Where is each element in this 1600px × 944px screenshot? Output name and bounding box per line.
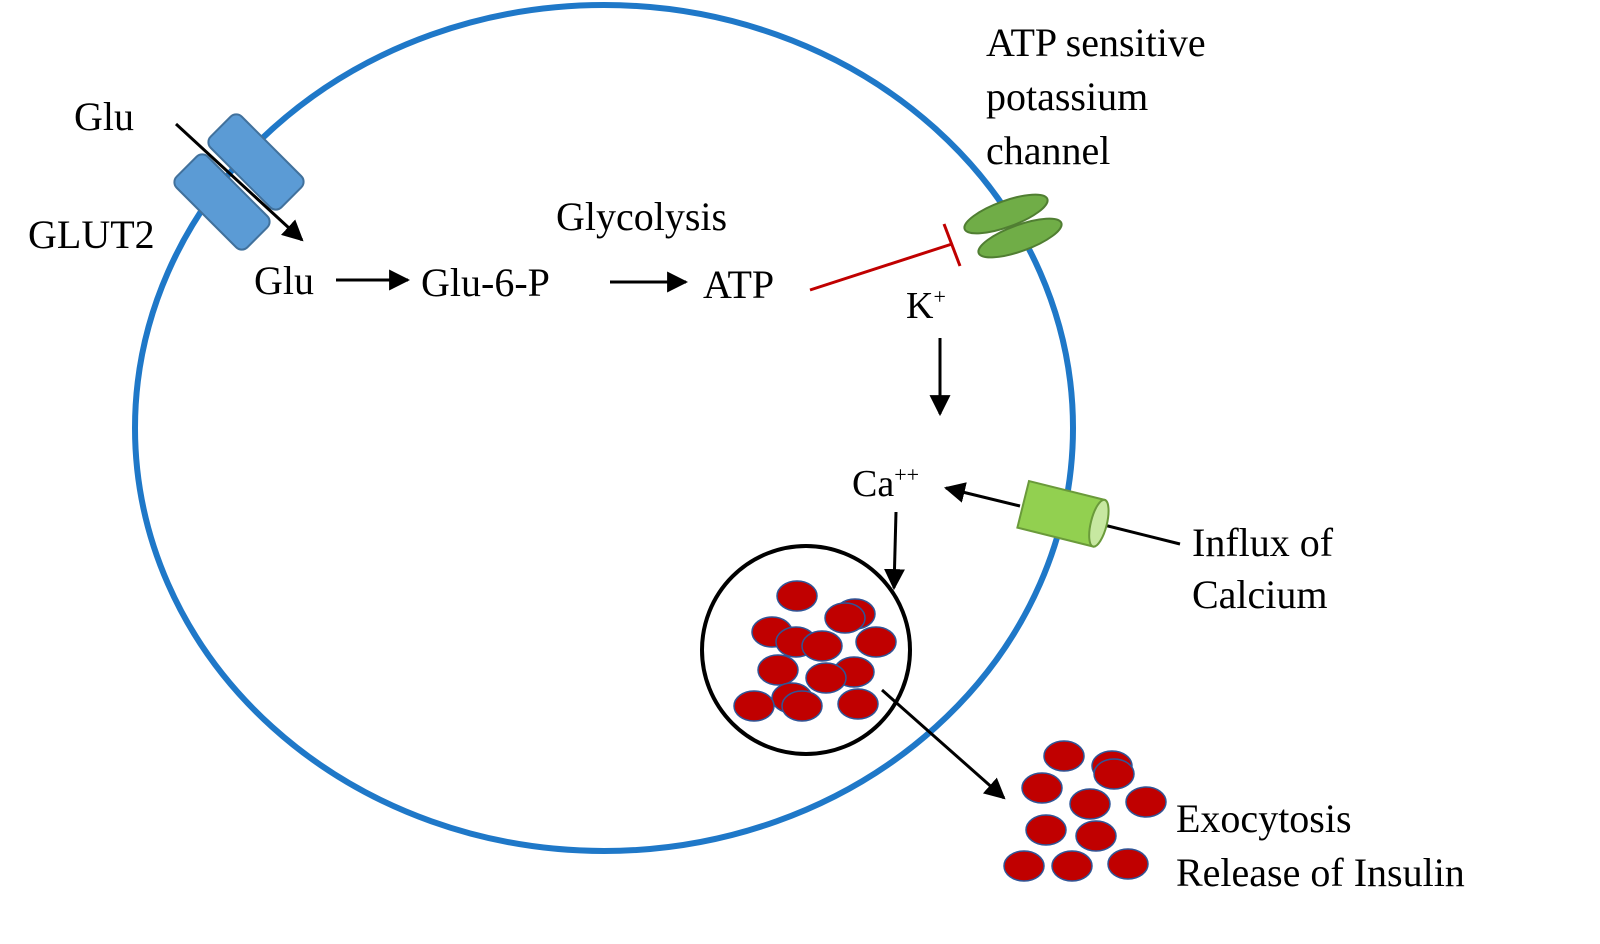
insulin-granule bbox=[733, 690, 775, 722]
insulin-granules-in-vesicle bbox=[733, 580, 897, 722]
katp-channel-label-line-3: channel bbox=[986, 128, 1110, 173]
katp-channel-label-line-1: ATP sensitive bbox=[986, 20, 1206, 65]
insulin-granule bbox=[1069, 788, 1111, 820]
glut2-transporter bbox=[173, 113, 305, 251]
glu6p-label: Glu-6-P bbox=[421, 260, 550, 305]
insulin-granule bbox=[781, 690, 823, 722]
insulin-granule bbox=[824, 602, 866, 634]
potassium-ion-label: K+ bbox=[906, 284, 946, 327]
potassium-symbol: K bbox=[906, 285, 934, 327]
glut2-label: GLUT2 bbox=[28, 212, 155, 257]
cell-membrane bbox=[132, 2, 1076, 854]
insulin-granule bbox=[1043, 740, 1085, 772]
insulin-granule bbox=[1003, 850, 1045, 882]
katp-channel-label: ATP sensitive potassium channel bbox=[986, 20, 1216, 173]
calcium-influx-label: Influx of Calcium bbox=[1192, 520, 1343, 617]
glucose-inside-label: Glu bbox=[254, 258, 314, 303]
katp-channel-label-line-2: potassium bbox=[986, 74, 1148, 119]
calcium-influx-label-line-1: Influx of bbox=[1192, 520, 1334, 565]
atp-inhibition-bar bbox=[942, 223, 962, 267]
insulin-granule bbox=[801, 630, 843, 662]
exocytosis-label-line-1: Exocytosis bbox=[1176, 796, 1352, 841]
insulin-granule bbox=[1093, 758, 1135, 790]
insulin-granule bbox=[1025, 814, 1067, 846]
exocytosis-label: Exocytosis Release of Insulin bbox=[1176, 796, 1465, 895]
glycolysis-label: Glycolysis bbox=[556, 194, 727, 239]
insulin-granule bbox=[855, 626, 897, 658]
katp-channel bbox=[963, 193, 1063, 259]
insulin-granule bbox=[1125, 786, 1167, 818]
insulin-granule bbox=[1051, 850, 1093, 882]
exocytosis-arrow bbox=[881, 688, 1006, 800]
calcium-influx-line bbox=[1099, 522, 1181, 546]
potassium-charge: + bbox=[933, 284, 945, 309]
atp-label: ATP bbox=[703, 262, 774, 307]
calcium-ion-label: Ca++ bbox=[852, 462, 919, 505]
calcium-channel bbox=[1016, 479, 1110, 548]
insulin-granule bbox=[757, 654, 799, 686]
calcium-to-vesicle-arrow bbox=[884, 511, 905, 591]
released-insulin-granules bbox=[1003, 740, 1167, 882]
glucose-outside-label: Glu bbox=[74, 94, 134, 139]
atp-inhibition-line bbox=[809, 242, 953, 292]
calcium-influx-arrow bbox=[943, 482, 1021, 508]
insulin-granule bbox=[776, 580, 818, 612]
exocytosis-label-line-2: Release of Insulin bbox=[1176, 850, 1465, 895]
insulin-granule bbox=[837, 688, 879, 720]
insulin-granule bbox=[1075, 820, 1117, 852]
insulin-granule bbox=[805, 662, 847, 694]
insulin-granule bbox=[1107, 848, 1149, 880]
glucose-transport-arrow bbox=[174, 122, 304, 242]
calcium-influx-label-line-2: Calcium bbox=[1192, 572, 1328, 617]
calcium-charge: ++ bbox=[894, 462, 919, 487]
calcium-symbol: Ca bbox=[852, 463, 894, 505]
insulin-granule bbox=[1021, 772, 1063, 804]
